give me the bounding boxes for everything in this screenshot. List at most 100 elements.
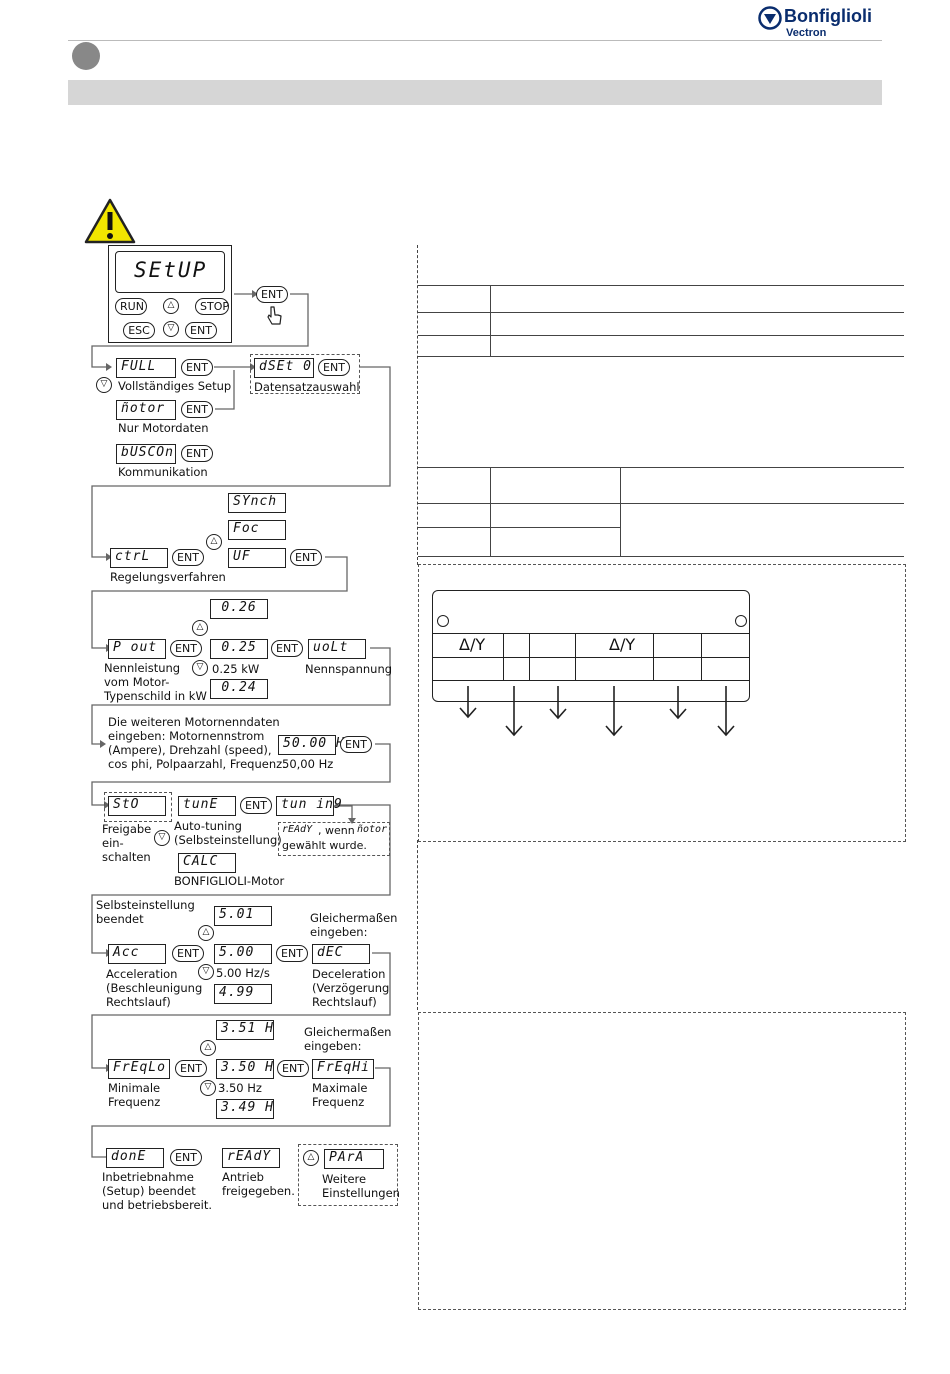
nameplate-delta-y-2: Δ/Y	[609, 635, 636, 654]
ctrl-uf-ent-key[interactable]: ENT	[290, 549, 322, 566]
nameplate: Δ/Y Δ/Y	[432, 590, 750, 702]
buscon-label: Kommunikation	[118, 465, 208, 479]
table-2-col-line	[620, 467, 621, 556]
nameplate-box	[418, 564, 906, 842]
acc-value: 5.00	[214, 944, 272, 964]
dset-lcd: dSEt 0	[254, 358, 314, 378]
freqhi-lcd: FrEqHi	[312, 1059, 374, 1079]
para-label: Weitere Einstellungen	[322, 1172, 400, 1200]
tune-label: Auto-tuning (Selbsteinstellung)	[174, 819, 282, 847]
freqlo-ent-key[interactable]: ENT	[175, 1060, 207, 1077]
ctrl-up-icon: △	[206, 534, 222, 550]
brand-logo: Bonfiglioli Vectron	[758, 4, 888, 42]
pout-up-icon: △	[192, 620, 208, 636]
nameplate-row-line	[433, 680, 749, 681]
warning-triangle-icon	[84, 198, 136, 244]
calc-lcd: CALC	[178, 853, 236, 873]
nameplate-row-line	[433, 657, 749, 658]
nameplate-row-line	[433, 633, 749, 634]
acc-up-icon: △	[198, 925, 214, 941]
start-ent-key[interactable]: ENT	[256, 286, 288, 303]
ready-note-text-b: , wenn	[318, 824, 355, 837]
ent-key[interactable]: ENT	[185, 322, 217, 339]
down-key[interactable]: ▽	[163, 321, 179, 337]
volt-label: Nennspannung	[305, 662, 393, 676]
table-1-row-line	[418, 285, 904, 286]
acc-ent-key[interactable]: ENT	[172, 945, 204, 962]
motor-label: Nur Motordaten	[118, 421, 209, 435]
ready-lcd: rEAdY	[222, 1148, 280, 1168]
done-lcd: donE	[106, 1148, 164, 1168]
full-label: Vollständiges Setup	[118, 379, 232, 393]
calc-label: BONFIGLIOLI-Motor	[174, 874, 285, 888]
pout-lcd: P out	[108, 639, 166, 659]
volt-lcd: uoLt	[308, 639, 366, 659]
freq-value-up: 3.51 H	[216, 1020, 274, 1040]
buscon-ent-key[interactable]: ENT	[181, 445, 213, 462]
freq-value-label: 3.50 Hz	[218, 1081, 262, 1095]
run-key[interactable]: RUN	[115, 298, 147, 315]
para-box	[298, 1144, 398, 1206]
pout-ent-key[interactable]: ENT	[170, 640, 202, 657]
acc-head: Selbsteinstellung beendet	[96, 898, 195, 926]
freqlo-label: Minimale Frequenz	[108, 1081, 161, 1109]
nameplate-col-line	[701, 633, 702, 680]
pout-value-label: 0.25 kW	[212, 662, 260, 676]
nameplate-col-line	[653, 633, 654, 680]
dec-lcd: dEC	[312, 944, 370, 964]
tuning-lcd: tun in9	[276, 796, 342, 816]
pout-down-icon: ▽	[192, 660, 208, 676]
tune-ent-key[interactable]: ENT	[240, 797, 272, 814]
ctrl-option-foc: Foc	[228, 520, 286, 540]
table-2-row-line	[418, 556, 904, 557]
ready-note-box: rEAdY , wenn ñotor gewählt wurde.	[278, 822, 390, 856]
freq-up-icon: △	[200, 1040, 216, 1056]
nameplate-hole-right	[735, 615, 747, 627]
pout-value: 0.25	[210, 639, 268, 659]
table-1-row-line	[418, 356, 904, 357]
max-head: Gleichermaßen eingeben:	[304, 1025, 392, 1053]
acc-value-label: 5.00 Hz/s	[216, 966, 270, 980]
lower-right-box	[418, 1012, 906, 1310]
ctrl-lcd: ctrL	[110, 548, 168, 568]
pout-value-down: 0.24	[210, 679, 268, 699]
nameplate-arrows	[459, 686, 735, 737]
brand-subname: Vectron	[786, 27, 827, 39]
further-text: Die weiteren Motornenndaten eingeben: Mo…	[108, 715, 286, 771]
tune-lcd: tunE	[178, 796, 236, 816]
freqlo-lcd: FrEqLo	[108, 1059, 170, 1079]
freq-down-icon: ▽	[200, 1080, 216, 1096]
dset-ent-key[interactable]: ENT	[318, 359, 350, 376]
ctrl-option-uf: UF	[228, 548, 286, 568]
brand-name: Bonfiglioli	[784, 6, 872, 26]
acc-label: Acceleration (Beschleunigung Rechtslauf)	[106, 967, 203, 1009]
pointing-hand-icon	[267, 306, 282, 325]
dset-box	[250, 354, 360, 394]
table-2	[418, 467, 904, 557]
acc-value-ent-key[interactable]: ENT	[276, 945, 308, 962]
chapter-dot	[72, 42, 100, 70]
dec-head: Gleichermaßen eingeben:	[310, 911, 398, 939]
motor-ent-key[interactable]: ENT	[181, 401, 213, 418]
full-ent-key[interactable]: ENT	[181, 359, 213, 376]
table-1-col-line	[490, 285, 491, 356]
para-up-icon: △	[303, 1150, 319, 1166]
ctrl-ent-key[interactable]: ENT	[172, 549, 204, 566]
further-ent-key[interactable]: ENT	[340, 736, 372, 753]
ctrl-label: Regelungsverfahren	[110, 570, 226, 584]
done-label: Inbetriebnahme (Setup) beendet und betri…	[102, 1170, 212, 1212]
up-key[interactable]: △	[163, 298, 179, 314]
right-column-divider-mid	[417, 840, 418, 1010]
nameplate-col-line	[503, 633, 504, 680]
nameplate-hole-left	[437, 615, 449, 627]
header-rule	[68, 40, 882, 41]
table-2-col-line	[490, 467, 491, 556]
nameplate-col-line	[575, 633, 576, 680]
pout-value-ent-key[interactable]: ENT	[271, 640, 303, 657]
stop-key[interactable]: STOP	[195, 298, 229, 315]
freq-value-ent-key[interactable]: ENT	[277, 1060, 309, 1077]
done-ent-key[interactable]: ENT	[170, 1149, 202, 1166]
esc-key[interactable]: ESC	[123, 322, 155, 339]
keypad-display: SEtUP	[115, 251, 225, 293]
tune-down-icon: ▽	[154, 830, 170, 846]
